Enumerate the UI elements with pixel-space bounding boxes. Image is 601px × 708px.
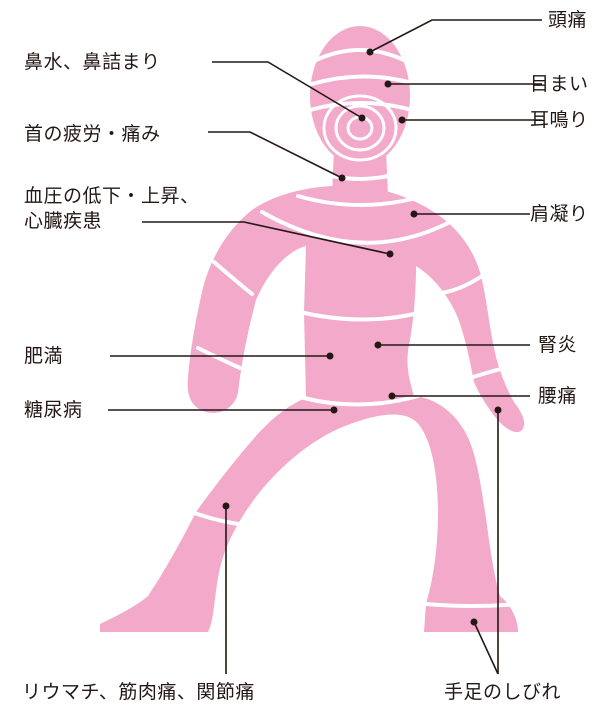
torso-and-arms (188, 186, 525, 432)
label-obesity: 肥満 (24, 344, 63, 368)
body-silhouette (100, 26, 524, 632)
label-back-pain: 腰痛 (538, 384, 577, 408)
label-headache: 頭痛 (548, 8, 587, 32)
label-shoulder: 肩凝り (530, 202, 589, 226)
label-kidney: 腎炎 (538, 333, 577, 357)
label-nose: 鼻水、鼻詰まり (24, 50, 161, 74)
label-tinnitus: 耳鳴り (530, 108, 589, 132)
label-dizziness: 目まい (530, 72, 589, 96)
label-rheumatism: リウマチ、筋肉痛、関節痛 (22, 680, 255, 704)
label-diabetes: 糖尿病 (24, 398, 83, 422)
label-numbness: 手足のしびれ (444, 680, 561, 704)
label-neck: 首の疲労・痛み (24, 122, 161, 146)
label-blood-pressure: 血圧の低下・上昇、 心臓疾患 (24, 184, 200, 234)
pelvis-and-legs (100, 396, 518, 632)
